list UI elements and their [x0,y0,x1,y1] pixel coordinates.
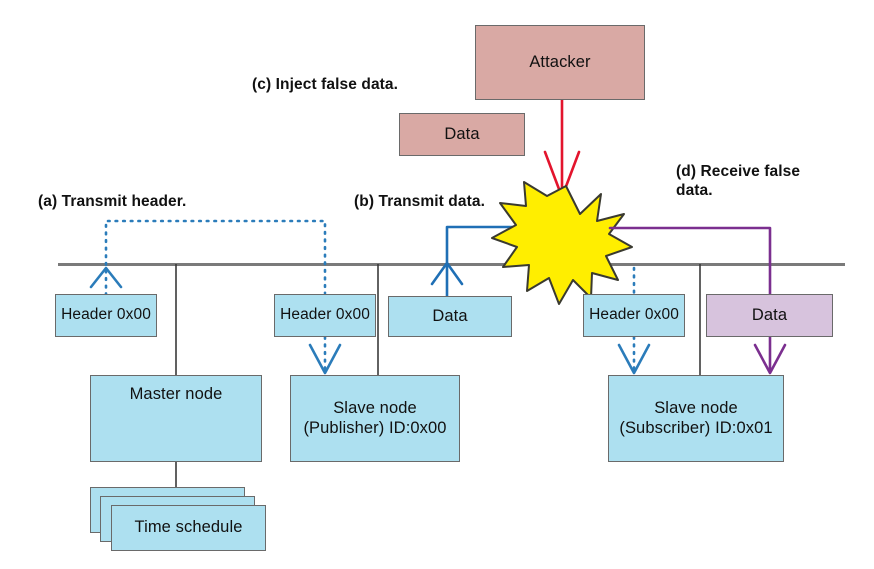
header-box-publisher: Header 0x00 [274,294,376,337]
slave-subscriber-node-box: Slave node (Subscriber) ID:0x01 [608,375,784,462]
explosion-star [491,181,633,305]
receive-false-data-path [608,226,772,296]
data-box-publisher: Data [388,296,512,337]
header-box-master: Header 0x00 [55,294,157,337]
data-transmit-path [445,225,529,298]
caption-d-receive-false-data: (d) Receive false data. [676,163,801,199]
header-transmit-path [104,219,327,297]
caption-a-transmit-header: (a) Transmit header. [38,193,187,210]
false-data-box: Data [706,294,833,337]
time-schedule-box: Time schedule [111,505,266,551]
attacker-box: Attacker [475,25,645,100]
slave-publisher-node-box: Slave node (Publisher) ID:0x00 [290,375,460,462]
header-arrowhead-subscriber [617,343,651,375]
header-box-subscriber: Header 0x00 [583,294,685,337]
receive-arrowhead [753,343,787,375]
caption-b-transmit-data: (b) Transmit data. [354,193,485,210]
header-arrowhead-up [89,266,123,289]
attacker-data-box: Data [399,113,525,156]
caption-c-inject-false-data: (c) Inject false data. [252,76,399,93]
header-arrowhead-publisher [308,343,342,375]
master-node-box: Master node [90,375,262,462]
